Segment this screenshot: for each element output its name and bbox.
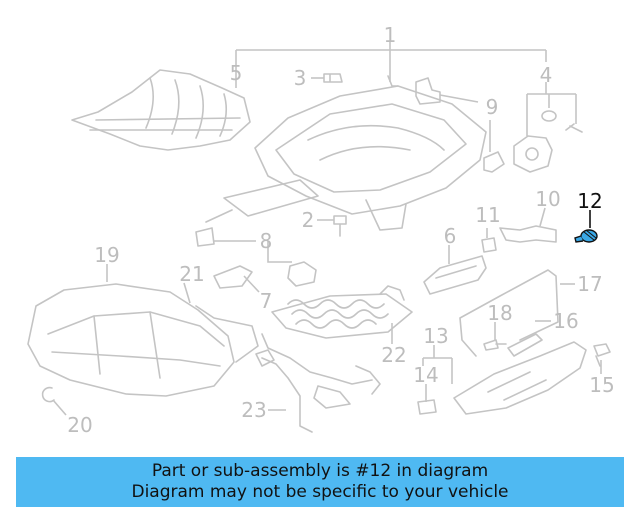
part-11-clip	[481, 237, 497, 253]
callout-15: 15	[589, 373, 614, 397]
part-4-knob	[513, 110, 583, 173]
callout-17: 17	[577, 272, 602, 296]
part-16-switch	[507, 333, 543, 357]
banner-line-part: Part or sub-assembly is #12 in diagram	[151, 461, 489, 481]
part-23-harness	[255, 333, 381, 433]
callout-11: 11	[475, 203, 500, 227]
callout-14: 14	[413, 363, 438, 387]
callout-2: 2	[302, 208, 315, 232]
part-9-bracket	[415, 77, 505, 173]
part-18-screw	[483, 339, 507, 351]
callout-5: 5	[230, 61, 243, 85]
part-2-bolt	[333, 215, 347, 237]
part-8-clips	[195, 227, 317, 287]
callout-4: 4	[540, 63, 553, 87]
part-15-clip	[593, 343, 611, 367]
parts-diagram: 1 3 5 4 9 2 8 10 11 12 6 19 21 7 17 18 1…	[27, 23, 615, 437]
leader-lines	[52, 42, 602, 416]
part-19-cushion	[27, 283, 259, 397]
callout-6: 6	[444, 224, 457, 248]
part-5-pad	[71, 69, 251, 151]
banner-line-disclaimer: Diagram may not be specific to your vehi…	[131, 482, 509, 502]
callout-23: 23	[241, 398, 266, 422]
part-1-frame	[205, 75, 487, 231]
callout-3: 3	[294, 66, 307, 90]
callout-1: 1	[384, 23, 397, 47]
part-6-trim	[423, 255, 487, 295]
callout-10: 10	[535, 187, 560, 211]
part-20-clip	[41, 386, 55, 403]
part-14-clip	[417, 399, 437, 415]
callout-12: 12	[577, 189, 602, 213]
callout-22: 22	[381, 343, 406, 367]
callout-21: 21	[179, 262, 204, 286]
callout-9: 9	[486, 95, 499, 119]
callout-13: 13	[423, 324, 448, 348]
callout-19: 19	[94, 243, 119, 267]
callout-labels: 1 3 5 4 9 2 8 10 11 12 6 19 21 7 17 18 1…	[67, 23, 614, 437]
part-3-bolt	[323, 73, 343, 83]
callout-7: 7	[260, 289, 273, 313]
callout-8: 8	[260, 229, 273, 253]
part-17-wire	[459, 269, 559, 357]
part-22-springs	[271, 285, 413, 339]
callout-20: 20	[67, 413, 92, 437]
callout-18: 18	[487, 301, 512, 325]
info-banner: Part or sub-assembly is #12 in diagram D…	[16, 457, 624, 507]
part-shapes	[27, 69, 611, 433]
callout-16: 16	[553, 309, 578, 333]
part-7-clip	[213, 265, 253, 289]
part-13-shield	[453, 341, 587, 415]
part-12-screw	[574, 229, 598, 243]
part-10-bracket	[499, 225, 557, 243]
